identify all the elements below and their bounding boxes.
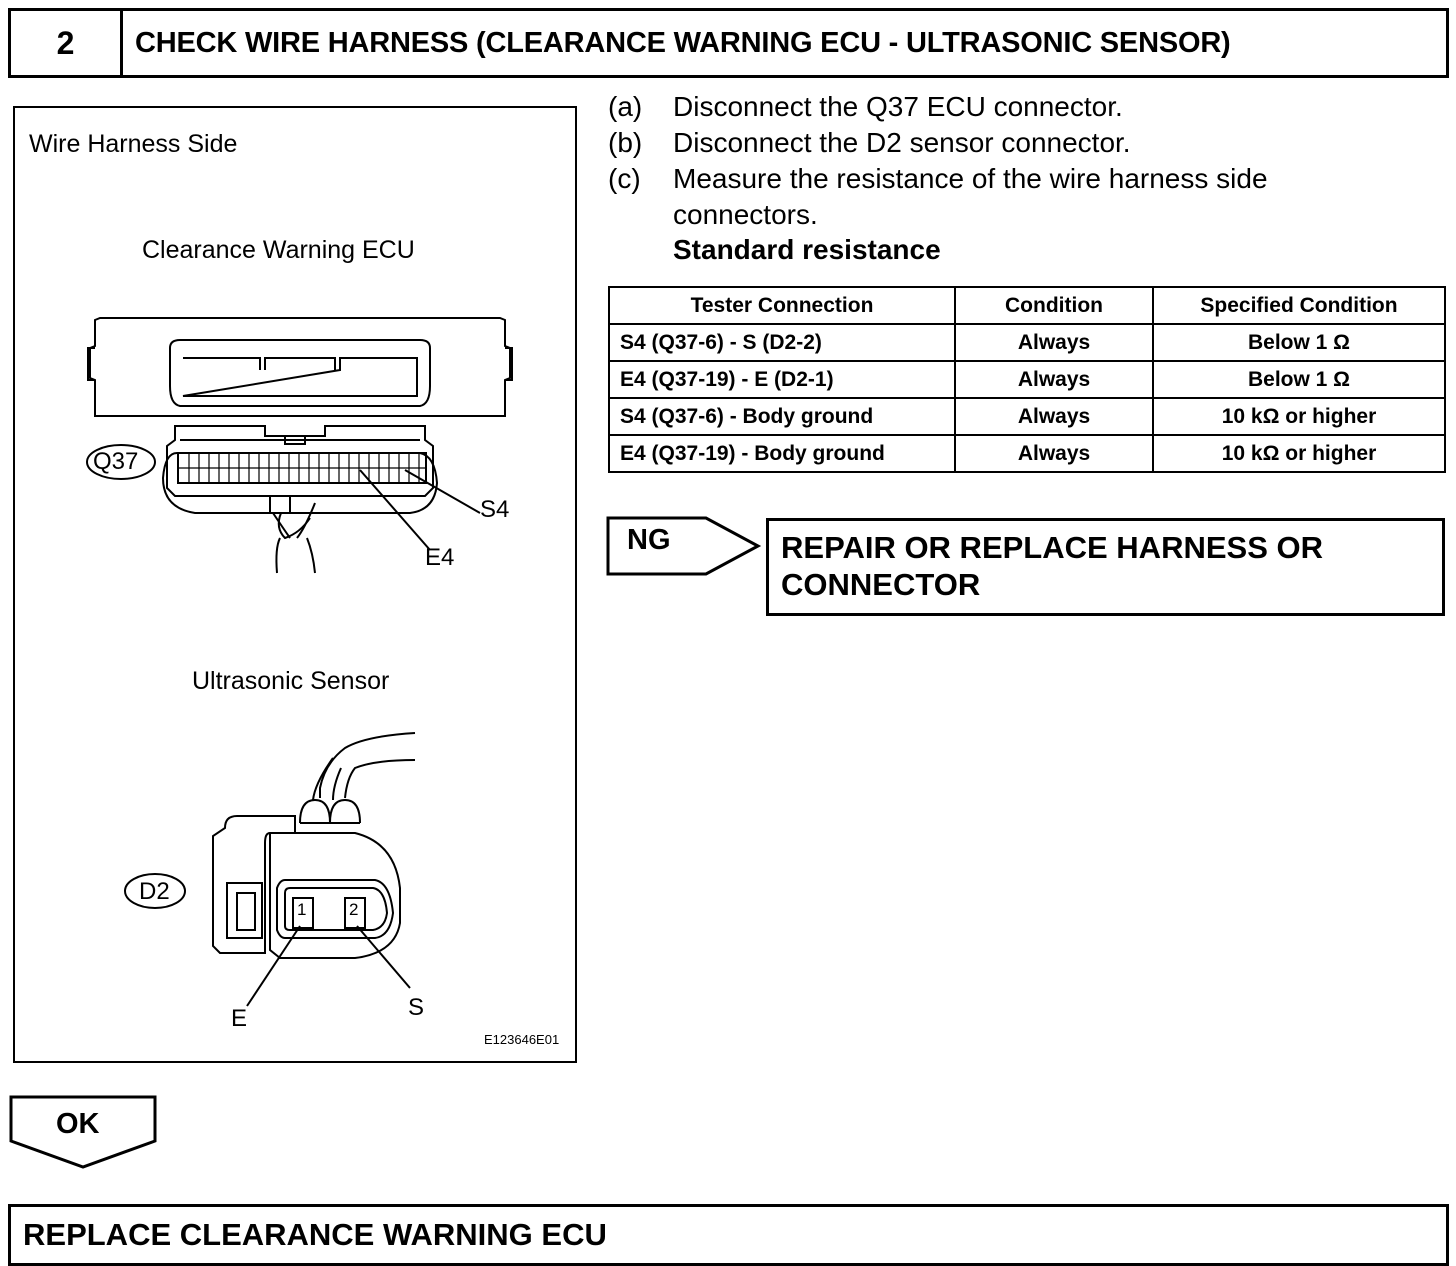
- table-header-row: Tester Connection Condition Specified Co…: [608, 286, 1446, 325]
- step-header: 2 CHECK WIRE HARNESS (CLEARANCE WARNING …: [8, 8, 1449, 78]
- header-tester-connection: Tester Connection: [608, 286, 956, 325]
- header-condition: Condition: [954, 286, 1154, 325]
- tester-connection-cell: S4 (Q37-6) - S (D2-2): [608, 323, 956, 362]
- condition-cell: Always: [954, 397, 1154, 436]
- ng-action-line2: CONNECTOR: [781, 567, 981, 602]
- q37-connector-label: Q37: [93, 448, 139, 475]
- sensor-pin-1-number: 1: [297, 900, 307, 919]
- ng-arrow-icon: [606, 516, 762, 576]
- standard-resistance-table: Tester Connection Condition Specified Co…: [608, 286, 1446, 473]
- step-b-text: Disconnect the D2 sensor connector.: [673, 127, 1131, 158]
- final-action-box: REPLACE CLEARANCE WARNING ECU: [8, 1204, 1449, 1266]
- sensor-title-label: Ultrasonic Sensor: [192, 667, 390, 695]
- s4-pin-label: S4: [480, 496, 510, 523]
- tester-connection-cell: S4 (Q37-6) - Body ground: [608, 397, 956, 436]
- ok-arrow-icon: [9, 1095, 157, 1169]
- ng-action-line1: REPAIR OR REPLACE HARNESS OR: [781, 530, 1323, 565]
- sensor-pin-2-number: 2: [349, 900, 359, 919]
- d2-callout-oval: [124, 873, 186, 909]
- e4-pin-label: E4: [425, 544, 455, 571]
- table-row: E4 (Q37-19) - Body ground Always 10 kΩ o…: [608, 434, 1446, 473]
- ultrasonic-sensor-drawing: [212, 732, 416, 1007]
- wire-harness-side-label: Wire Harness Side: [29, 130, 238, 158]
- table-row: S4 (Q37-6) - Body ground Always 10 kΩ or…: [608, 397, 1446, 436]
- tester-connection-cell: E4 (Q37-19) - Body ground: [608, 434, 956, 473]
- q37-callout-oval: [86, 444, 156, 480]
- ng-label: NG: [627, 524, 671, 556]
- s-pin-label: S: [408, 994, 425, 1021]
- step-c-text-continued: connectors.: [673, 199, 818, 230]
- step-number: 2: [11, 11, 123, 75]
- condition-cell: Always: [954, 360, 1154, 399]
- table-row: S4 (Q37-6) - S (D2-2) Always Below 1 Ω: [608, 323, 1446, 362]
- d2-connector-label: D2: [139, 878, 170, 905]
- ng-action-box: REPAIR OR REPLACE HARNESS OR CONNECTOR: [766, 518, 1445, 616]
- e-pin-label: E: [231, 1005, 248, 1032]
- step-c-letter: (c): [608, 163, 641, 194]
- table-row: E4 (Q37-19) - E (D2-1) Always Below 1 Ω: [608, 360, 1446, 399]
- connector-drawing: [86, 317, 513, 1007]
- condition-cell: Always: [954, 434, 1154, 473]
- specified-condition-cell: Below 1 Ω: [1152, 323, 1446, 362]
- q37-connector-drawing: [161, 425, 481, 574]
- header-specified-condition: Specified Condition: [1152, 286, 1446, 325]
- ecu-body-drawing: [87, 317, 513, 417]
- tester-connection-cell: E4 (Q37-19) - E (D2-1): [608, 360, 956, 399]
- ecu-title-label: Clearance Warning ECU: [142, 236, 415, 264]
- condition-cell: Always: [954, 323, 1154, 362]
- step-c-text: Measure the resistance of the wire harne…: [673, 163, 1268, 194]
- step-a-letter: (a): [608, 91, 643, 122]
- figure-code: E123646E01: [484, 1032, 560, 1047]
- step-b-letter: (b): [608, 127, 643, 158]
- step-a-text: Disconnect the Q37 ECU connector.: [673, 91, 1123, 122]
- specified-condition-cell: 10 kΩ or higher: [1152, 434, 1446, 473]
- standard-resistance-heading: Standard resistance: [673, 234, 941, 265]
- specified-condition-cell: 10 kΩ or higher: [1152, 397, 1446, 436]
- connector-diagram: Wire Harness Side Clearance Warning ECU …: [13, 106, 577, 1063]
- step-title: CHECK WIRE HARNESS (CLEARANCE WARNING EC…: [135, 26, 1231, 59]
- specified-condition-cell: Below 1 Ω: [1152, 360, 1446, 399]
- ok-label: OK: [56, 1108, 100, 1140]
